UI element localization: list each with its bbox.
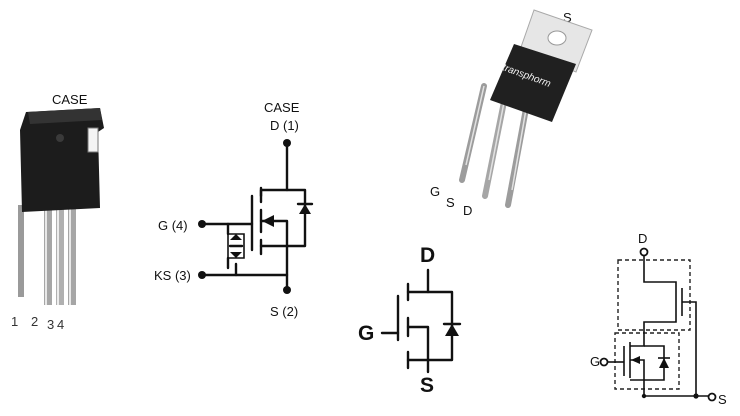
- body-diode-1: [299, 204, 311, 214]
- to247-case-label: CASE: [52, 92, 88, 107]
- schematic3-source-label: S: [718, 392, 727, 407]
- schematic-cascode: D G S: [590, 231, 727, 407]
- to220-package: S transphorm G S D: [430, 9, 593, 218]
- schematic1-case-label: CASE: [264, 100, 300, 115]
- to247-package: CASE 1 2 3 4: [11, 92, 104, 332]
- schematic3-drain-terminal: [639, 247, 649, 257]
- to247-pin-label-1: 1: [11, 314, 18, 329]
- to247-pin-label-3: 3: [47, 317, 54, 332]
- schematic-kelvin-mosfet: CASE D (1) G (4) KS (3): [154, 100, 314, 319]
- to247-pin-4: [68, 205, 76, 305]
- body-diode-3: [659, 358, 669, 368]
- to247-tab-slot: [87, 127, 99, 153]
- mosfet-dashed-box: [614, 332, 680, 390]
- to247-pin-label-2: 2: [31, 314, 38, 329]
- to247-body: [20, 108, 104, 212]
- to247-pin-2: [44, 205, 52, 305]
- schematic3-drain-label: D: [638, 231, 647, 246]
- body-diode-2: [445, 324, 459, 336]
- schematic2-gate-label: G: [358, 322, 374, 345]
- hemt-dashed-box: [617, 259, 691, 331]
- to247-pins: [18, 205, 76, 305]
- to247-pin-1: [18, 205, 24, 297]
- schematic2-source-label: S: [420, 374, 434, 397]
- schematic-simple-fet: D G S: [358, 244, 462, 397]
- to247-pin-label-4: 4: [57, 317, 64, 332]
- schematic3-source-terminal: [707, 392, 717, 402]
- schematic1-gate-label: G (4): [158, 218, 188, 233]
- schematic3-gate-label: G: [590, 354, 600, 369]
- to220-pin-label-d: D: [463, 203, 472, 218]
- to220-pin-label-g: G: [430, 184, 440, 199]
- schematic1-drain-label: D (1): [270, 118, 299, 133]
- to220-mounting-hole: [547, 30, 567, 46]
- schematic1-source-label: S (2): [270, 304, 298, 319]
- schematic3-gate-terminal: [599, 357, 609, 367]
- to220-tab-label: S: [563, 10, 572, 25]
- schematic1-kelvin-source-label: KS (3): [154, 268, 191, 283]
- source-terminal: [283, 286, 291, 294]
- to247-pin-3: [56, 205, 64, 305]
- to220-body: [490, 44, 576, 122]
- schematic2-drain-label: D: [420, 244, 435, 267]
- to247-mounting-hole: [56, 134, 64, 142]
- to220-pin-label-s: S: [446, 195, 455, 210]
